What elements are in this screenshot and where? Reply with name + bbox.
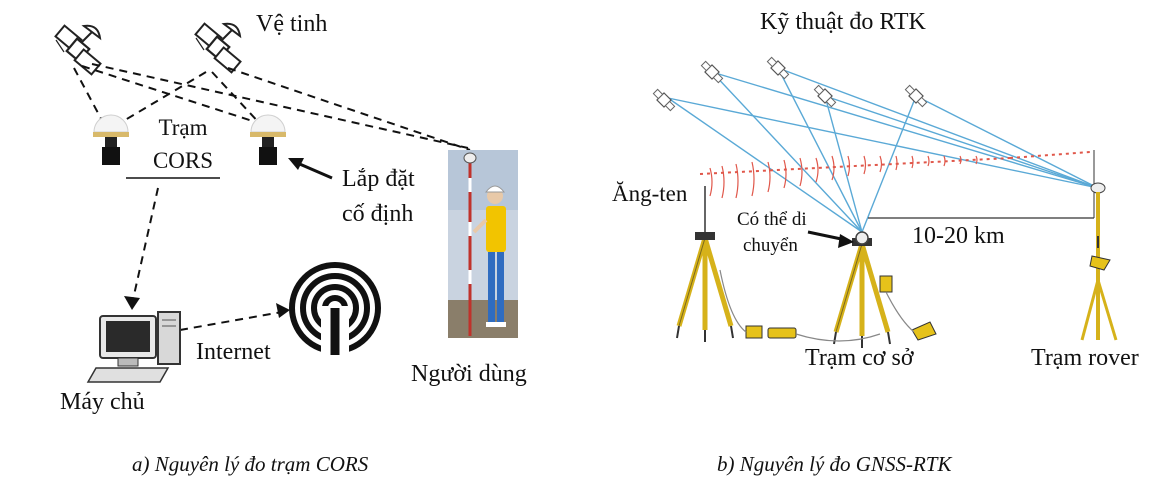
satellite-icon xyxy=(54,24,102,76)
signal-lines xyxy=(73,63,471,331)
rtk-title: Kỹ thuật đo RTK xyxy=(760,9,926,35)
base-station-tripod xyxy=(834,238,890,348)
cors-label-line1: Trạm xyxy=(158,115,208,140)
rover-label: Trạm rover xyxy=(1031,345,1139,371)
movable-label-line1: Có thể di xyxy=(737,209,807,230)
user-label: Người dùng xyxy=(411,361,527,387)
caption-b: b) Nguyên lý đo GNSS-RTK xyxy=(717,452,952,476)
signal-rays xyxy=(667,67,1099,233)
caption-a: a) Nguyên lý đo trạm CORS xyxy=(132,452,369,476)
movable-label-line2: chuyển xyxy=(743,235,798,256)
internet-label: Internet xyxy=(196,339,271,365)
internet-tower-icon xyxy=(289,262,381,355)
antenna-tripod xyxy=(677,232,733,342)
radio-device xyxy=(719,269,937,342)
user-photo xyxy=(448,150,518,338)
satellite-icon xyxy=(194,22,242,74)
cors-antenna-icon xyxy=(249,114,287,166)
panel-b-diagram xyxy=(652,56,1118,348)
cors-antenna-icon xyxy=(92,114,130,166)
server-computer-icon xyxy=(86,311,181,383)
distance-label: 10-20 km xyxy=(912,223,1005,249)
fixed-label-line1: Lắp đặt xyxy=(342,166,415,192)
fixed-label-line2: cố định xyxy=(342,201,414,227)
rover-pole xyxy=(1080,182,1118,341)
radio-link xyxy=(699,151,1091,175)
satellite-icon xyxy=(652,88,676,112)
satellite-label: Vệ tinh xyxy=(256,11,328,37)
server-label: Máy chủ xyxy=(60,389,145,415)
panel-a-diagram xyxy=(54,22,518,383)
base-station-label: Trạm cơ sở xyxy=(805,345,914,371)
satellite-icon xyxy=(904,84,928,108)
cors-label-line2: CORS xyxy=(152,148,214,173)
satellite-icon xyxy=(766,56,790,80)
satellite-icon xyxy=(700,60,724,84)
antenna-label: Ăng-ten xyxy=(612,181,688,206)
